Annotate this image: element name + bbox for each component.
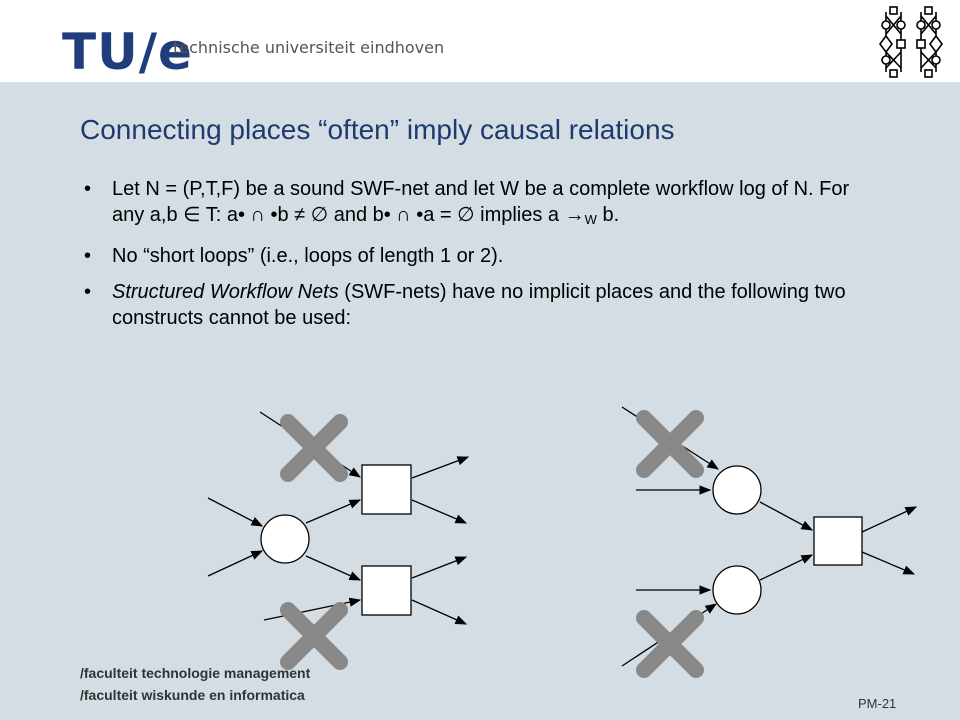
bullet-swf-nets: Structured Workflow Nets (SWF-nets) have… [80,279,880,331]
bullet-text: Let N = (P,T,F) be a sound SWF-net and l… [112,178,850,226]
bullet-emphasis: Structured Workflow Nets [112,281,339,303]
petri-net-logo-icon [879,6,943,78]
footer-faculty-line: /faculteit technologie management [80,665,311,681]
bullet-text-end: b. [596,204,620,226]
transition-box [361,464,412,515]
bullet-short-loops: No “short loops” (i.e., loops of length … [80,243,880,269]
forbidden-constructs-diagram [207,406,918,678]
place-circle [712,465,762,515]
header: TU/e technische universiteit eindhoven [0,0,960,82]
cross-icon [636,410,704,478]
cross-icon [280,602,348,670]
tue-logo: TU/e [62,23,193,81]
bullet-soundness: Let N = (P,T,F) be a sound SWF-net and l… [80,176,880,233]
transition-box [361,565,412,616]
slide-title: Connecting places “often” imply causal r… [80,114,675,145]
place-circle [712,565,762,615]
right-construct [621,406,918,667]
bullet-text: No “short loops” (i.e., loops of length … [112,245,504,267]
bullet-list: Let N = (P,T,F) be a sound SWF-net and l… [80,176,880,341]
footer-faculty-line: /faculteit wiskunde en informatica [80,687,305,703]
cross-icon [280,414,348,482]
place-circle [260,514,310,564]
university-name: technische universiteit eindhoven [173,38,445,57]
footer: /faculteit technologie management /facul… [80,662,310,706]
bullet-text: (SWF-nets) have no implicit places and t… [112,281,846,329]
left-construct [207,411,470,625]
page-number: PM-21 [858,696,897,711]
cross-icon [636,610,704,678]
transition-box [813,516,863,566]
subscript-w: W [584,212,597,227]
